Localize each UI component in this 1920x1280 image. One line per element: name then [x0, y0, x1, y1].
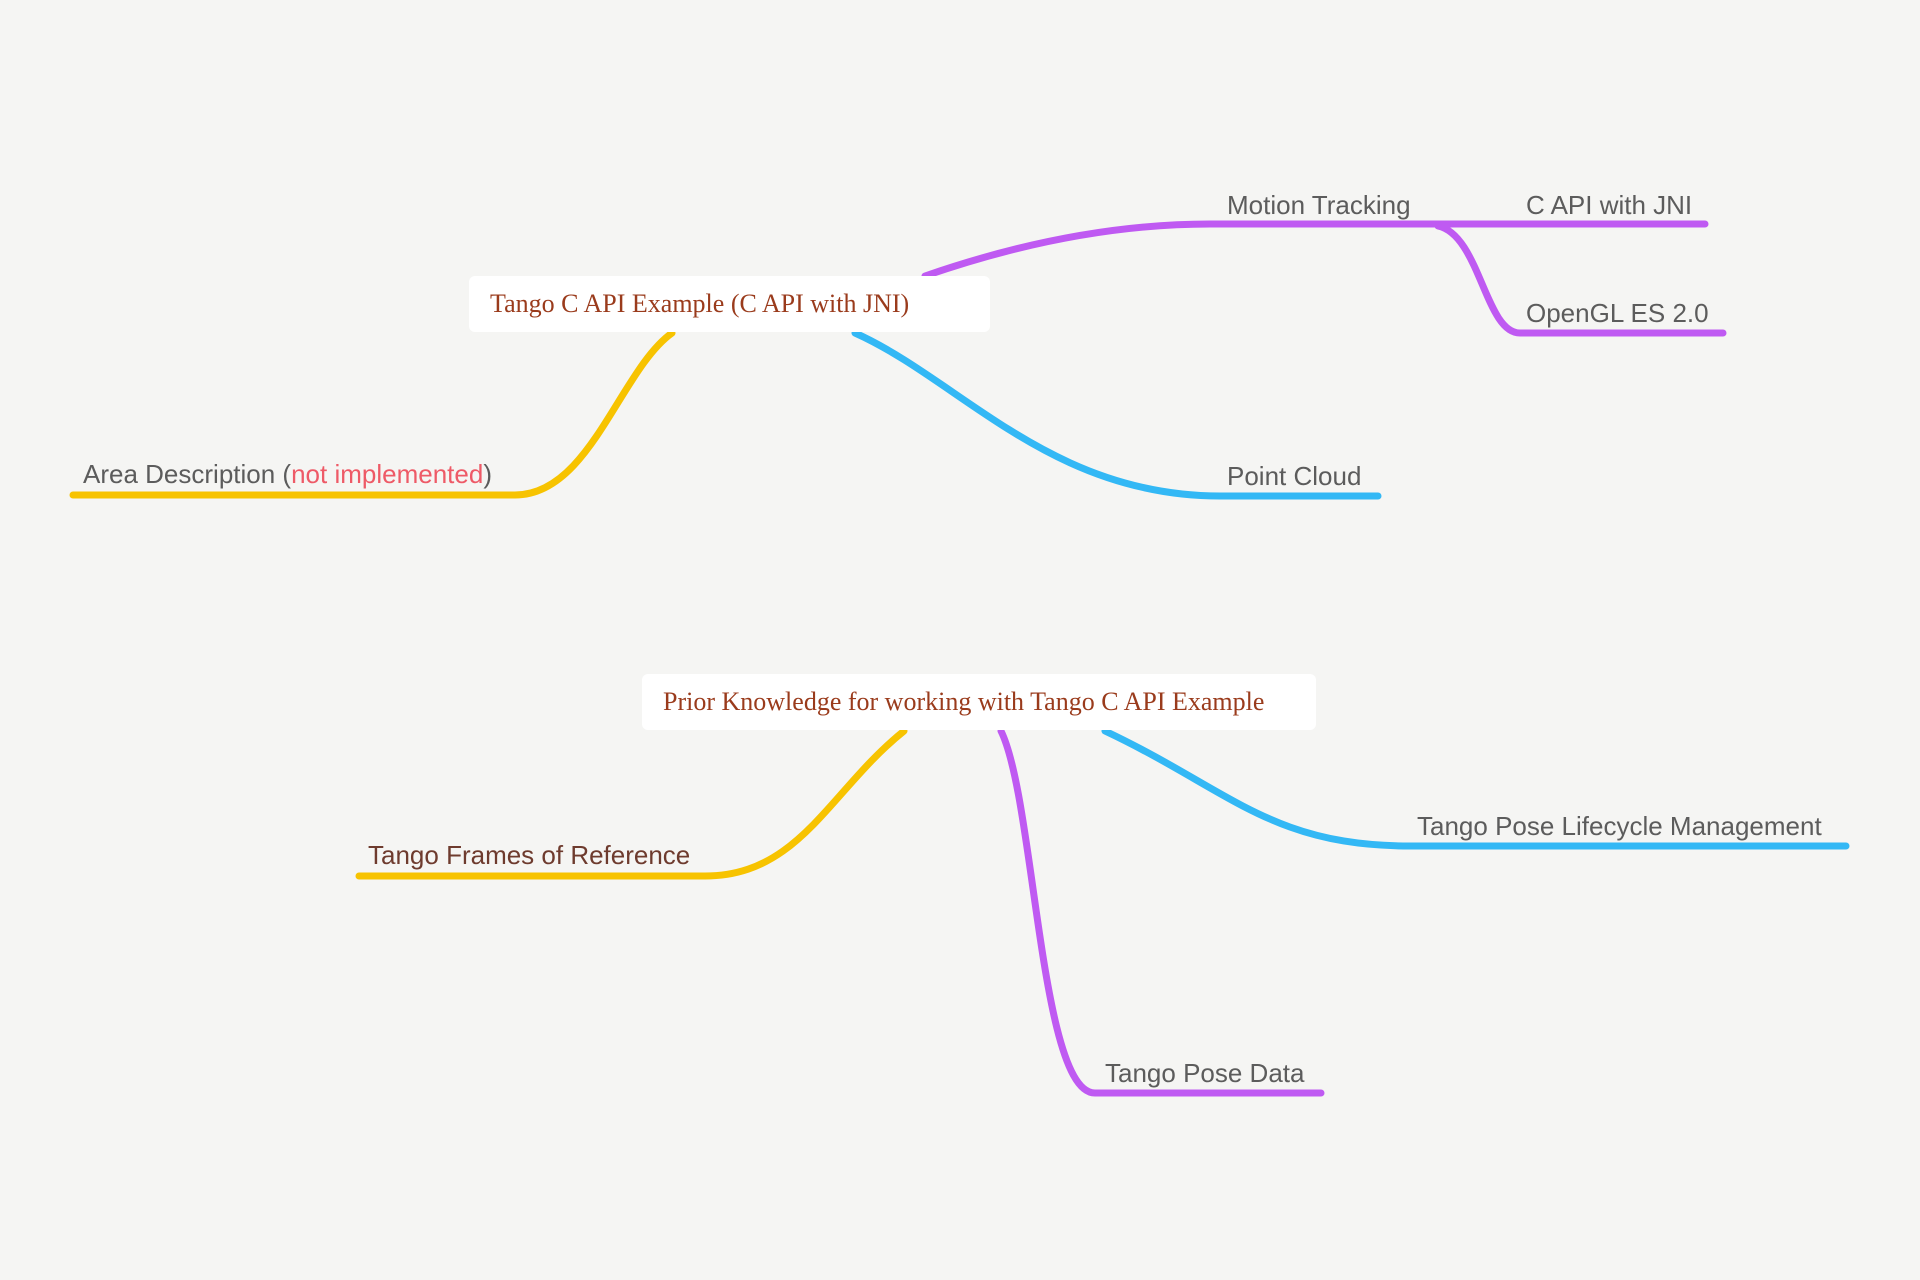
node-opengl-es[interactable]: OpenGL ES 2.0 — [1526, 298, 1709, 328]
node-point-cloud[interactable]: Point Cloud — [1227, 461, 1361, 491]
node-tango-pose-lifecycle[interactable]: Tango Pose Lifecycle Management — [1417, 811, 1822, 841]
root-node-label: Tango C API Example (C API with JNI) — [490, 289, 910, 318]
root-node-tango-c-api-example[interactable]: Tango C API Example (C API with JNI) — [469, 276, 990, 332]
node-tango-pose-data[interactable]: Tango Pose Data — [1105, 1058, 1304, 1088]
node-label: Tango Frames of Reference — [368, 840, 691, 870]
node-tango-frames-of-reference[interactable]: Tango Frames of Reference — [368, 840, 690, 870]
branch-line-opengl — [1434, 222, 1727, 337]
node-label: C API with JNI — [1526, 190, 1693, 220]
branch-line-pose-data — [997, 727, 1325, 1097]
branch-line-area-description — [69, 329, 676, 499]
node-label-not-implemented: not implemented — [291, 459, 484, 489]
branch-line-motion-tracking — [921, 220, 1709, 280]
node-motion-tracking[interactable]: Motion Tracking — [1227, 190, 1411, 220]
node-area-description[interactable]: Area Description (not implemented) — [83, 459, 492, 489]
node-label: Tango Pose Data — [1105, 1058, 1305, 1088]
root-node-prior-knowledge[interactable]: Prior Knowledge for working with Tango C… — [642, 674, 1316, 730]
root-node-label: Prior Knowledge for working with Tango C… — [663, 687, 1265, 716]
node-label: Tango Pose Lifecycle Management — [1417, 811, 1822, 841]
node-label-prefix: Area Description ( — [83, 459, 292, 489]
node-label: OpenGL ES 2.0 — [1526, 298, 1709, 328]
branch-line-frames — [355, 727, 908, 880]
branch-line-pose-lifecycle — [1101, 727, 1850, 850]
branch-line-point-cloud — [851, 329, 1382, 500]
node-label: Motion Tracking — [1227, 190, 1411, 220]
node-c-api-with-jni[interactable]: C API with JNI — [1526, 190, 1692, 220]
node-label-suffix: ) — [483, 459, 492, 489]
node-label: Point Cloud — [1227, 461, 1362, 491]
